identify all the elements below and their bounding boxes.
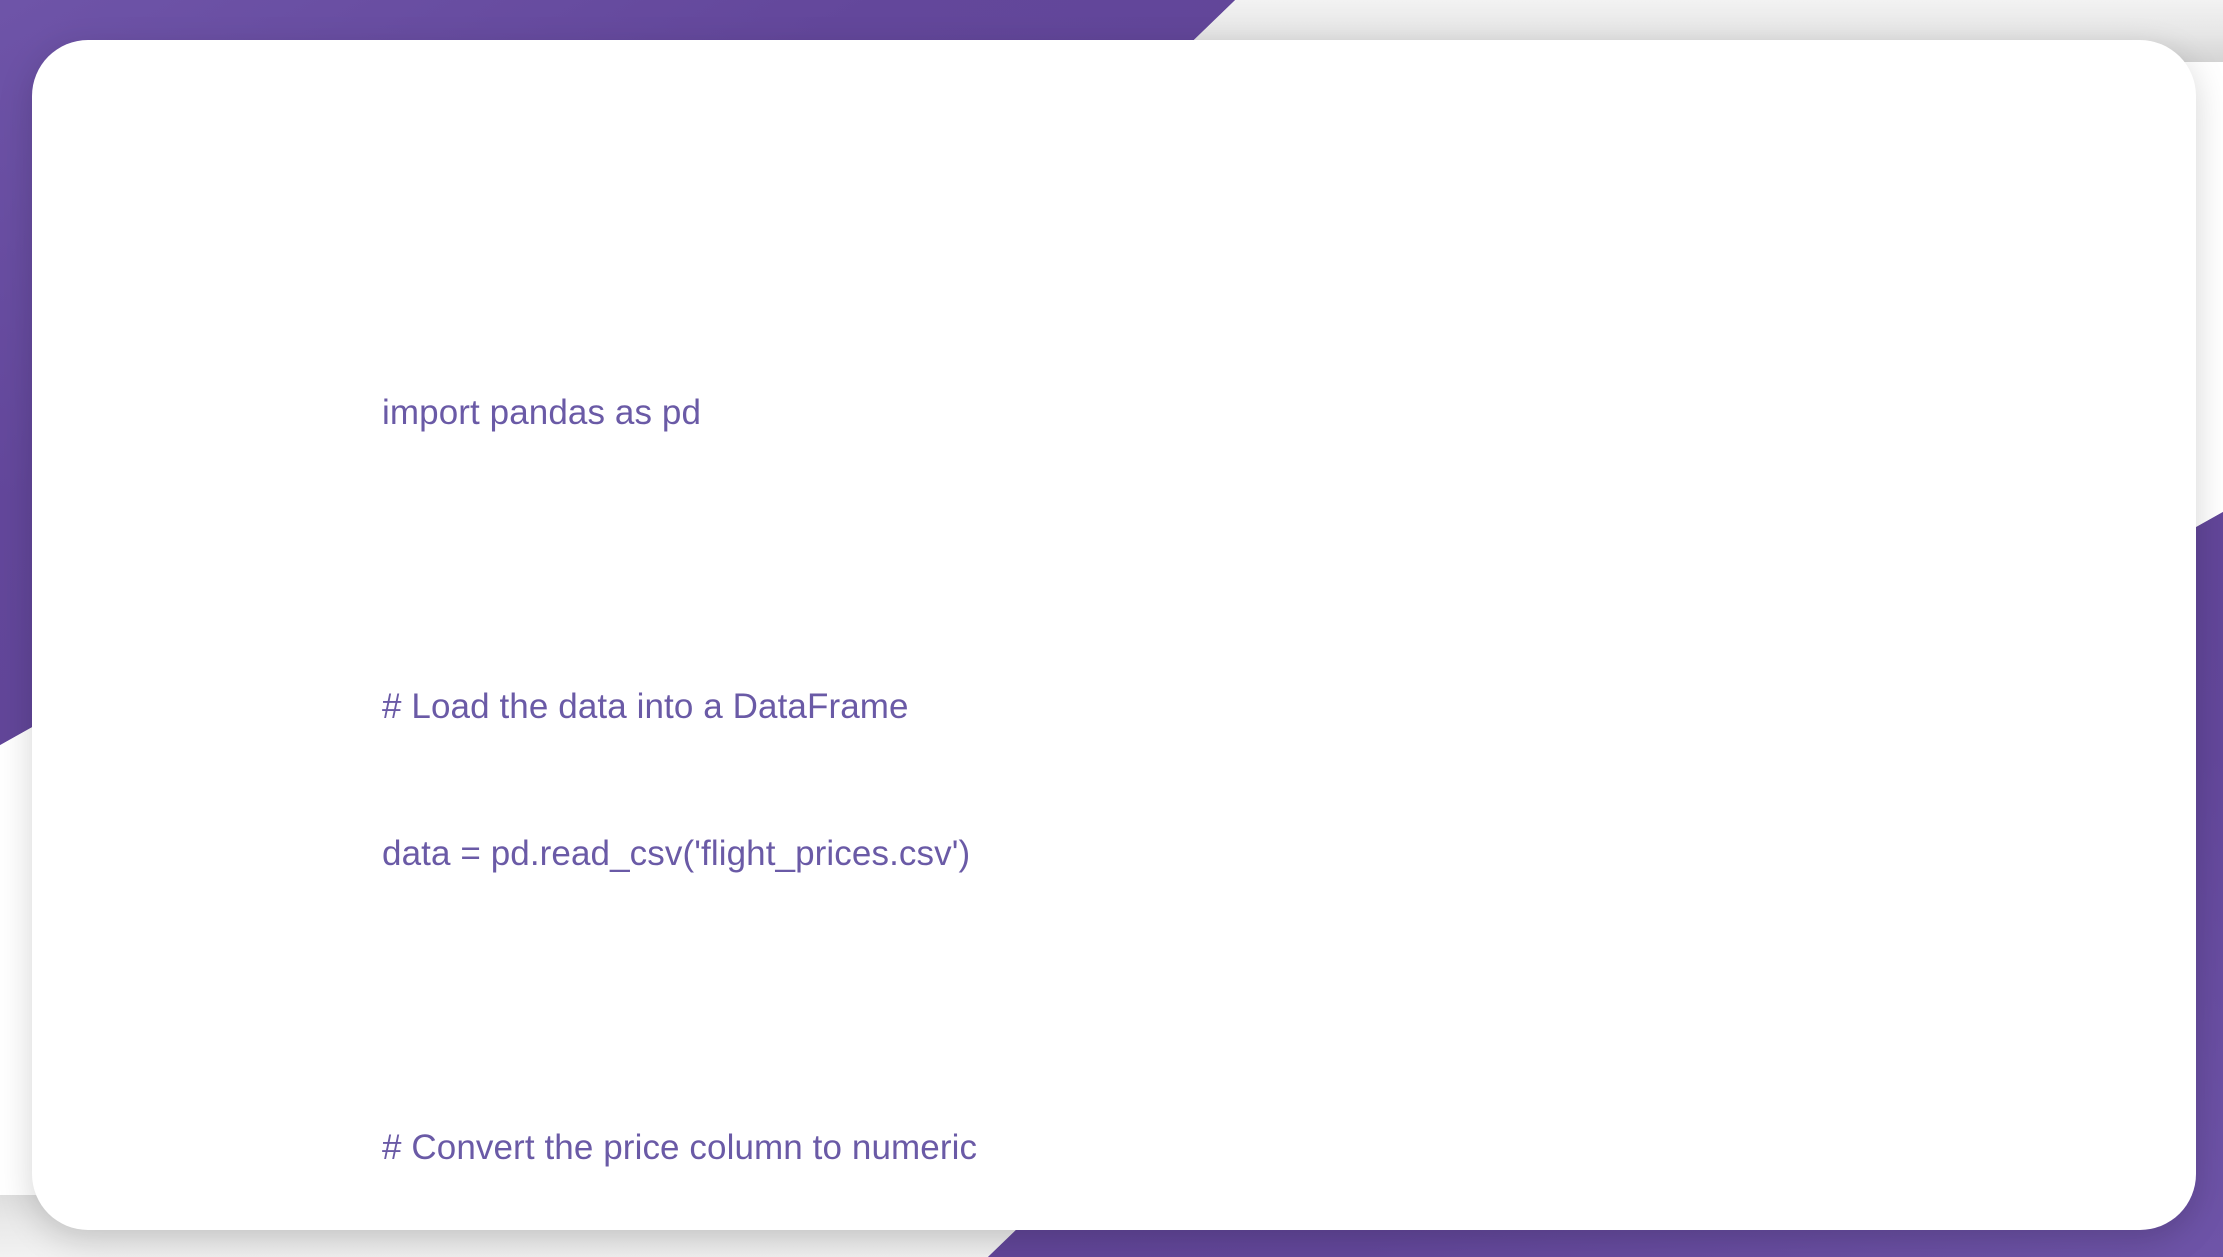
code-line: import pandas as pd bbox=[382, 393, 702, 432]
code-block: import pandas as pd # Load the data into… bbox=[382, 290, 1882, 1230]
code-line-blank bbox=[382, 535, 1882, 584]
code-line: data = pd.read_csv('flight_prices.csv') bbox=[382, 834, 971, 873]
code-line: # Load the data into a DataFrame bbox=[382, 687, 909, 726]
content-card: import pandas as pd # Load the data into… bbox=[32, 40, 2196, 1230]
code-line-blank bbox=[382, 976, 1882, 1025]
code-line: # Convert the price column to numeric bbox=[382, 1128, 978, 1167]
